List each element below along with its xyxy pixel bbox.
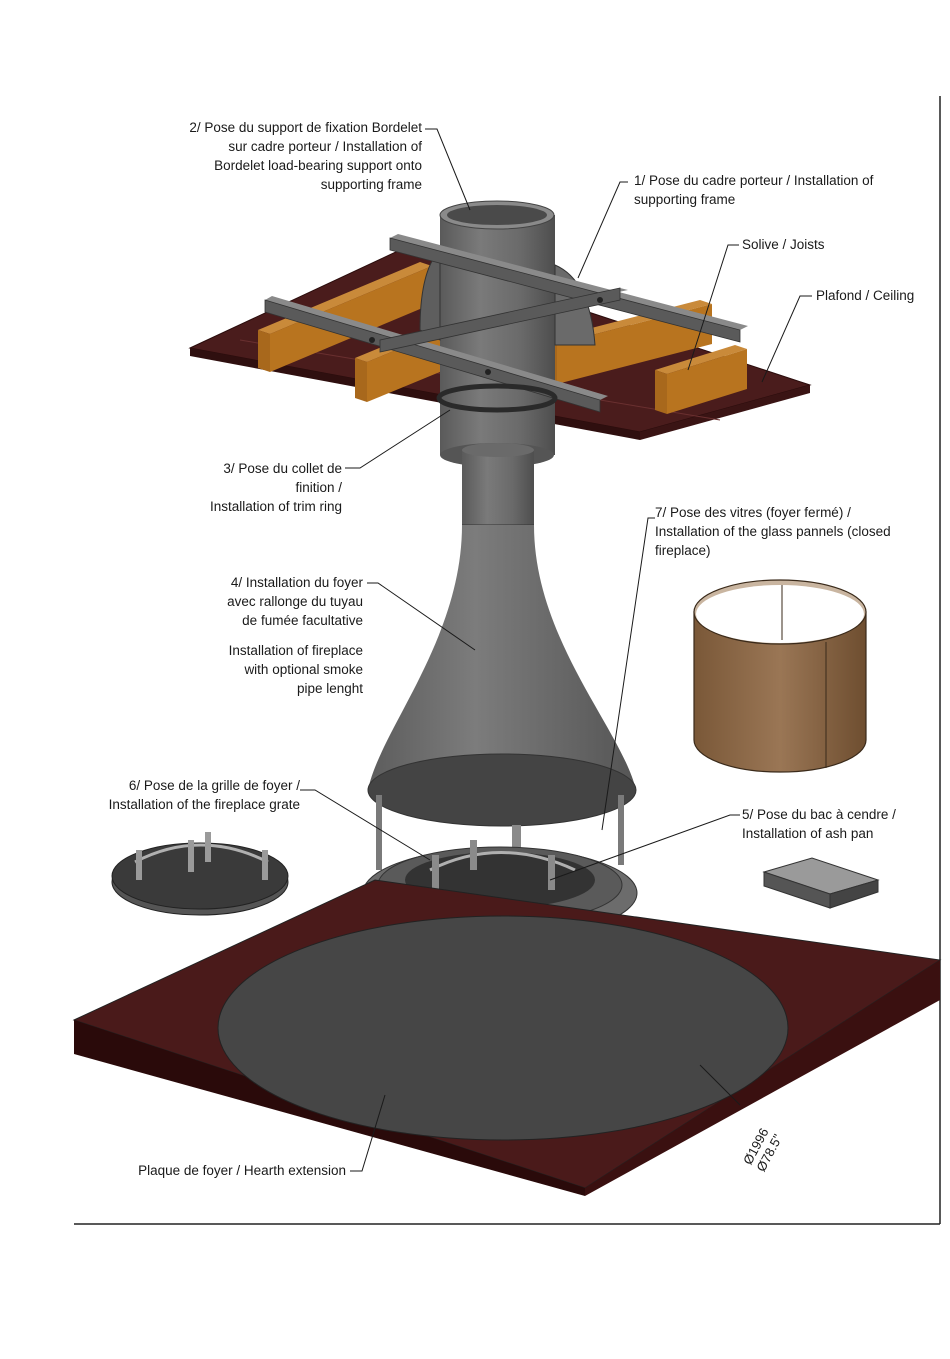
label-step6: 6/ Pose de la grille de foyer / Installa… [108,778,300,812]
hearth-plate [72,879,942,1196]
label-joists: Solive / Joists [742,237,825,252]
separate-grate [111,832,289,916]
label-step3: 3/ Pose du collet de finition / Installa… [209,461,342,514]
glass-panels [693,579,867,773]
trim-ring [436,383,558,413]
label-step2: 2/ Pose du support de fixation Bordelet … [189,120,422,192]
ash-pan [762,857,880,909]
label-step7: 7/ Pose des vitres (foyer fermé) / Insta… [655,505,891,558]
leader-lines [300,128,812,1172]
label-step1: 1/ Pose du cadre porteur / Installation … [634,173,874,207]
label-ceiling: Plafond / Ceiling [816,288,915,303]
supporting-frame [264,234,748,413]
label-hearth: Plaque de foyer / Hearth extension [138,1163,346,1178]
label-step5: 5/ Pose du bac à cendre / Installation o… [742,807,896,841]
label-step4: 4/ Installation du foyer avec rallonge d… [227,575,363,696]
fireplace-body [367,443,637,827]
